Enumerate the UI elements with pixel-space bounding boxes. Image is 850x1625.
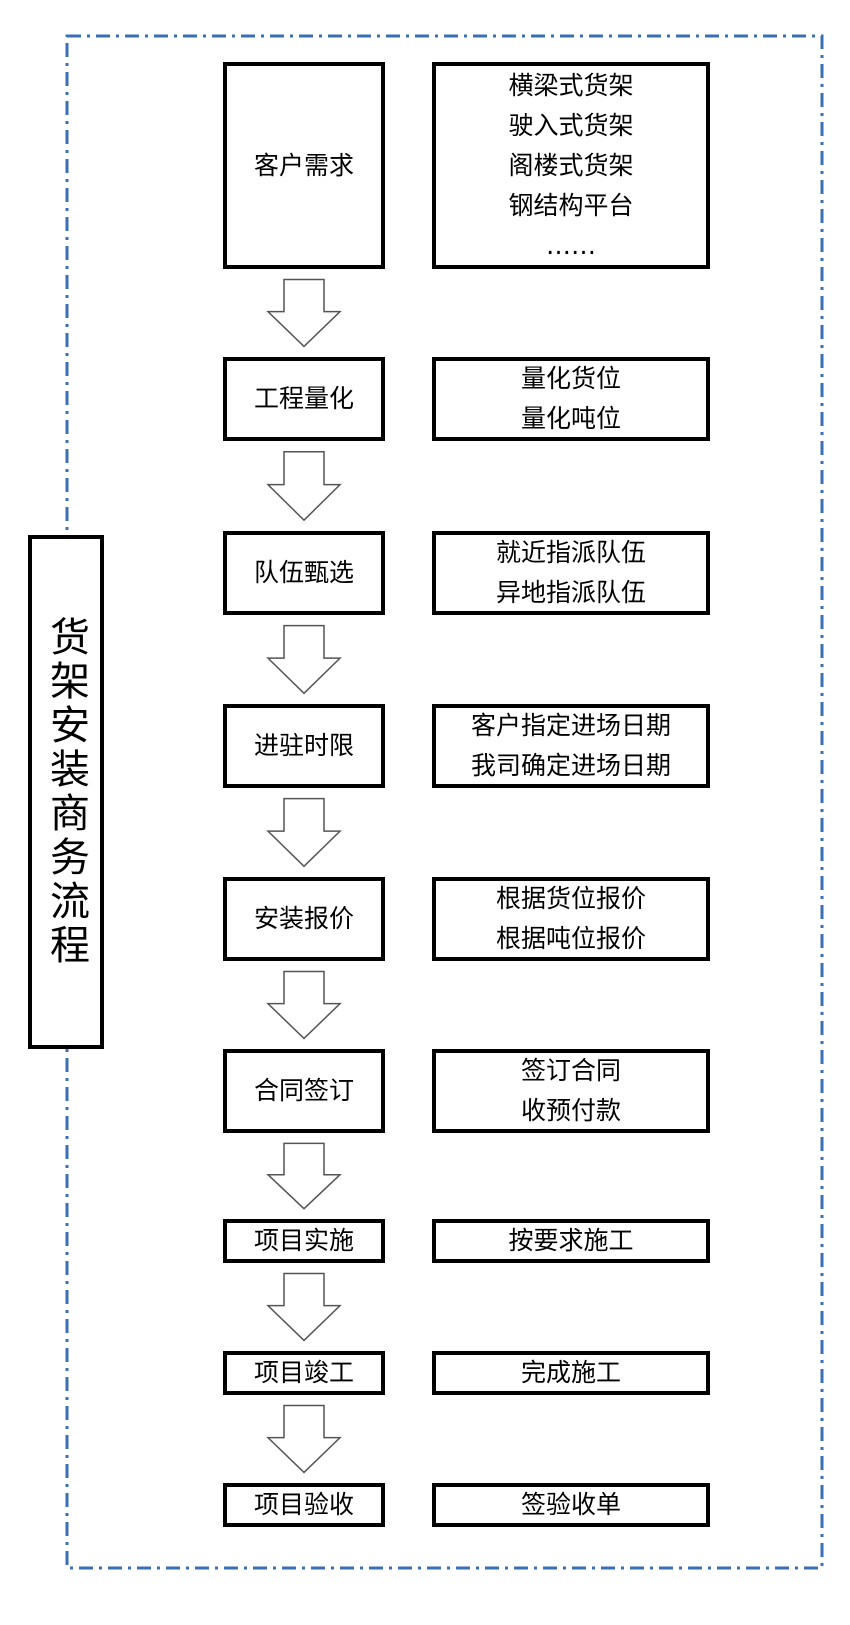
detail-item: 根据货位报价 (495, 884, 646, 913)
step-box: 合同签订 (223, 1049, 385, 1133)
detail-box: 根据货位报价根据吨位报价 (432, 877, 710, 961)
detail-item: 根据吨位报价 (495, 924, 646, 953)
down-arrow-icon (266, 1404, 342, 1474)
step-box: 项目验收 (223, 1483, 385, 1527)
step-label: 项目竣工 (253, 1358, 354, 1387)
detail-item: …… (546, 230, 596, 260)
detail-box: 签订合同收预付款 (432, 1049, 710, 1133)
down-arrow-icon (266, 1142, 342, 1210)
detail-item: 横梁式货架 (508, 70, 634, 100)
down-arrow-icon (266, 278, 342, 348)
detail-item: 钢结构平台 (508, 190, 634, 220)
step-label: 工程量化 (253, 384, 354, 413)
process-title-box: 货架安装商务流程 (28, 535, 104, 1049)
detail-box: 完成施工 (432, 1351, 710, 1395)
process-title: 货架安装商务流程 (43, 616, 89, 968)
down-arrow-icon (266, 970, 342, 1040)
detail-item: 异地指派队伍 (495, 578, 646, 607)
detail-box: 签验收单 (432, 1483, 710, 1527)
detail-box: 按要求施工 (432, 1219, 710, 1263)
detail-item: 签验收单 (520, 1490, 621, 1519)
down-arrow-icon (266, 1272, 342, 1342)
step-label: 项目验收 (253, 1490, 354, 1519)
detail-item: 阁楼式货架 (508, 150, 634, 180)
detail-box: 量化货位量化吨位 (432, 357, 710, 441)
detail-box: 就近指派队伍异地指派队伍 (432, 531, 710, 615)
step-label: 队伍甄选 (253, 558, 354, 587)
step-box: 队伍甄选 (223, 531, 385, 615)
step-box: 项目竣工 (223, 1351, 385, 1395)
arrow-group (266, 278, 342, 1474)
step-box: 客户需求 (223, 62, 385, 269)
step-box: 项目实施 (223, 1219, 385, 1263)
detail-item: 完成施工 (520, 1358, 621, 1387)
step-label: 合同签订 (253, 1076, 354, 1105)
detail-box: 横梁式货架驶入式货架阁楼式货架钢结构平台 …… (432, 62, 710, 269)
down-arrow-icon (266, 797, 342, 868)
detail-item: 量化吨位 (520, 404, 621, 433)
detail-item: 按要求施工 (508, 1226, 634, 1255)
detail-item: 就近指派队伍 (495, 538, 646, 567)
step-box: 安装报价 (223, 877, 385, 961)
step-label: 客户需求 (253, 150, 354, 180)
detail-item: 收预付款 (520, 1096, 621, 1125)
step-label: 安装报价 (253, 904, 354, 933)
step-label: 项目实施 (253, 1226, 354, 1255)
detail-item: 驶入式货架 (508, 110, 634, 140)
step-box: 进驻时限 (223, 704, 385, 788)
detail-item: 我司确定进场日期 (470, 751, 671, 780)
down-arrow-icon (266, 624, 342, 695)
detail-item: 签订合同 (520, 1056, 621, 1085)
detail-box: 客户指定进场日期我司确定进场日期 (432, 704, 710, 788)
step-label: 进驻时限 (253, 731, 354, 760)
down-arrow-icon (266, 451, 342, 522)
detail-item: 量化货位 (520, 364, 621, 393)
detail-item: 客户指定进场日期 (470, 711, 671, 740)
step-box: 工程量化 (223, 357, 385, 441)
